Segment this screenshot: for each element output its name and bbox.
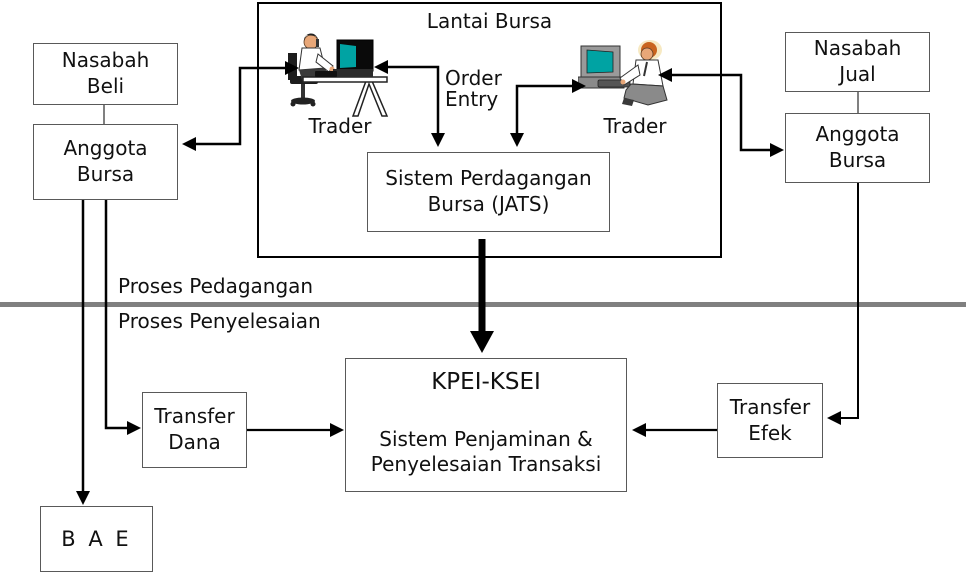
jats-system-box: Sistem Perdagangan Bursa (JATS) — [367, 152, 610, 232]
order-entry-line1: Order — [445, 66, 502, 90]
arrowhead-right-into-kpei — [330, 423, 344, 437]
trader-left-clipart-icon — [288, 33, 389, 117]
anggota-bursa-left-box: Anggota Bursa — [33, 124, 178, 200]
nasabah-beli-line2: Beli — [86, 74, 125, 98]
kpei-ksei-box: KPEI-KSEI Sistem Penjaminan & Penyelesai… — [345, 358, 627, 492]
kpei-subtitle-line2: Penyelesaian Transaksi — [370, 452, 602, 477]
transfer-efek-line2: Efek — [748, 420, 792, 445]
order-entry-line2: Entry — [445, 87, 499, 111]
jats-line1: Sistem Perdagangan — [385, 166, 592, 191]
transfer-efek-line1: Transfer — [729, 394, 811, 419]
nasabah-beli-line1: Nasabah — [61, 48, 150, 73]
anggota-bursa-right-line1: Anggota — [815, 122, 900, 147]
proses-pedagangan-label: Proses Pedagangan — [118, 274, 314, 298]
arrowhead-down-into-bae — [76, 491, 90, 505]
transfer-efek-box: Transfer Efek — [717, 383, 823, 458]
nasabah-jual-box: Nasabah Jual — [785, 32, 930, 92]
trader-right-label: Trader — [603, 114, 667, 138]
arrowhead-right-into-transfer-dana — [127, 421, 141, 435]
arrowhead-left-into-anggota-left — [182, 137, 196, 151]
kpei-subtitle-line1: Sistem Penjaminan & — [379, 427, 593, 452]
bae-box: B A E — [40, 506, 153, 572]
arrowhead-down-into-kpei — [470, 331, 494, 353]
transfer-dana-line1: Transfer — [154, 404, 235, 429]
trader-right-clipart-icon — [578, 40, 668, 106]
transfer-dana-line2: Dana — [168, 430, 221, 454]
kpei-ksei-title: KPEI-KSEI — [431, 369, 541, 395]
process-divider-line — [0, 302, 966, 307]
jats-line2: Bursa (JATS) — [427, 192, 550, 216]
anggota-bursa-right-box: Anggota Bursa — [785, 113, 930, 183]
arrowhead-left-into-transfer-efek — [827, 411, 841, 425]
proses-penyelesaian-label: Proses Penyelesaian — [118, 309, 321, 333]
anggota-bursa-right-line2: Bursa — [828, 148, 887, 172]
trader-left-label: Trader — [308, 114, 372, 138]
lantai-bursa-title: Lantai Bursa — [426, 9, 553, 33]
anggota-bursa-left-line2: Bursa — [76, 162, 135, 186]
bae-label: B A E — [61, 526, 132, 551]
order-entry-label: Order Entry — [445, 68, 502, 110]
arrowhead-left-into-kpei — [632, 423, 646, 437]
nasabah-jual-line2: Jual — [839, 62, 876, 86]
arrowhead-right-into-anggota-right — [770, 143, 784, 157]
anggota-right-to-transfer-efek-arrow — [841, 183, 859, 419]
nasabah-jual-line1: Nasabah — [813, 36, 902, 61]
nasabah-beli-box: Nasabah Beli — [33, 43, 178, 105]
transfer-dana-box: Transfer Dana — [142, 392, 247, 468]
anggota-bursa-left-line1: Anggota — [63, 136, 148, 161]
